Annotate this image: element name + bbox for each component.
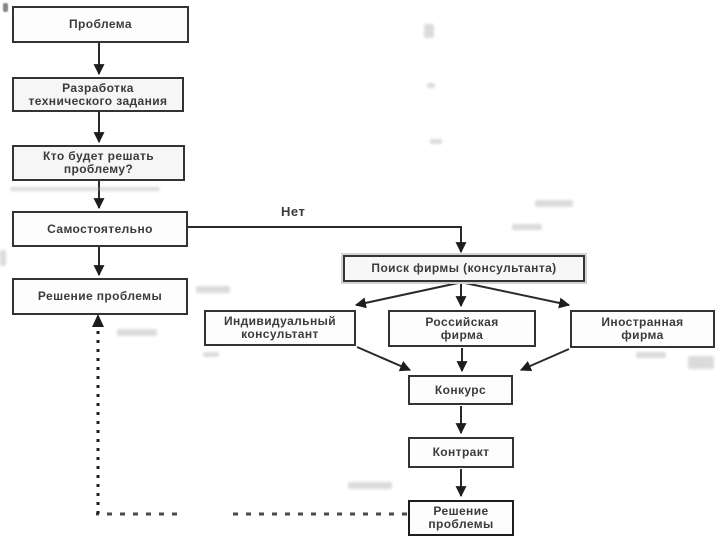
node-problem-label: Проблема	[69, 17, 132, 31]
edge-label-no: Нет	[281, 204, 306, 219]
edge-search-individual	[354, 282, 459, 309]
node-problem-solution-bottom: Решение проблемы	[408, 500, 514, 536]
node-independently: Самостоятельно	[12, 211, 188, 247]
scan-noise	[512, 224, 542, 230]
node-russian-firm-label: Российская фирма	[425, 314, 499, 342]
node-problem: Проблема	[12, 6, 189, 43]
node-foreign-firm-label: Иностранная фирма	[601, 315, 684, 342]
node-foreign-firm: Иностранная фирма	[570, 310, 715, 348]
node-who-will-solve-label: Кто будет решать проблему?	[42, 149, 154, 176]
scan-noise	[10, 187, 160, 191]
node-problem-solution-left: Решение проблемы	[12, 278, 188, 315]
node-problem-solution-left-label: Решение проблемы	[37, 289, 163, 303]
scan-noise	[3, 3, 8, 12]
node-individual-consultant: Индивидуальный консультант	[204, 310, 356, 346]
node-technical-specification-label: Разработка технического задания	[28, 80, 168, 108]
edge-self-search-no	[188, 226, 467, 254]
node-who-will-solve: Кто будет решать проблему?	[12, 145, 185, 181]
node-contract-label: Контракт	[432, 445, 490, 459]
feedback-arrowhead-up	[92, 314, 104, 327]
scan-noise	[688, 356, 714, 369]
scan-noise	[424, 24, 434, 38]
node-problem-solution-bottom-label: Решение проблемы	[428, 504, 494, 531]
scan-noise	[203, 352, 219, 357]
node-russian-firm: Российская фирма	[388, 310, 536, 347]
node-search-firm-consultant-label: Поиск фирмы (консультанта)	[371, 261, 557, 275]
edge-search-foreign	[464, 282, 571, 309]
node-technical-specification: Разработка технического задания	[12, 77, 184, 112]
scan-noise	[117, 329, 157, 336]
scan-noise	[535, 200, 573, 207]
edge-foreign-contest	[519, 348, 570, 372]
edge-individual-contest	[356, 346, 412, 372]
node-independently-label: Самостоятельно	[47, 221, 153, 236]
node-contest-label: Конкурс	[434, 382, 487, 397]
scan-noise	[427, 83, 435, 88]
scan-noise	[636, 352, 666, 358]
node-search-firm-consultant: Поиск фирмы (консультанта)	[341, 253, 587, 284]
scan-noise	[196, 286, 230, 293]
scan-noise	[348, 482, 392, 489]
scan-noise	[0, 250, 6, 266]
scan-noise	[430, 139, 442, 144]
node-contest: Конкурс	[408, 375, 513, 405]
node-individual-consultant-label: Индивидуальный консультант	[223, 314, 337, 341]
node-contract: Контракт	[408, 437, 514, 468]
